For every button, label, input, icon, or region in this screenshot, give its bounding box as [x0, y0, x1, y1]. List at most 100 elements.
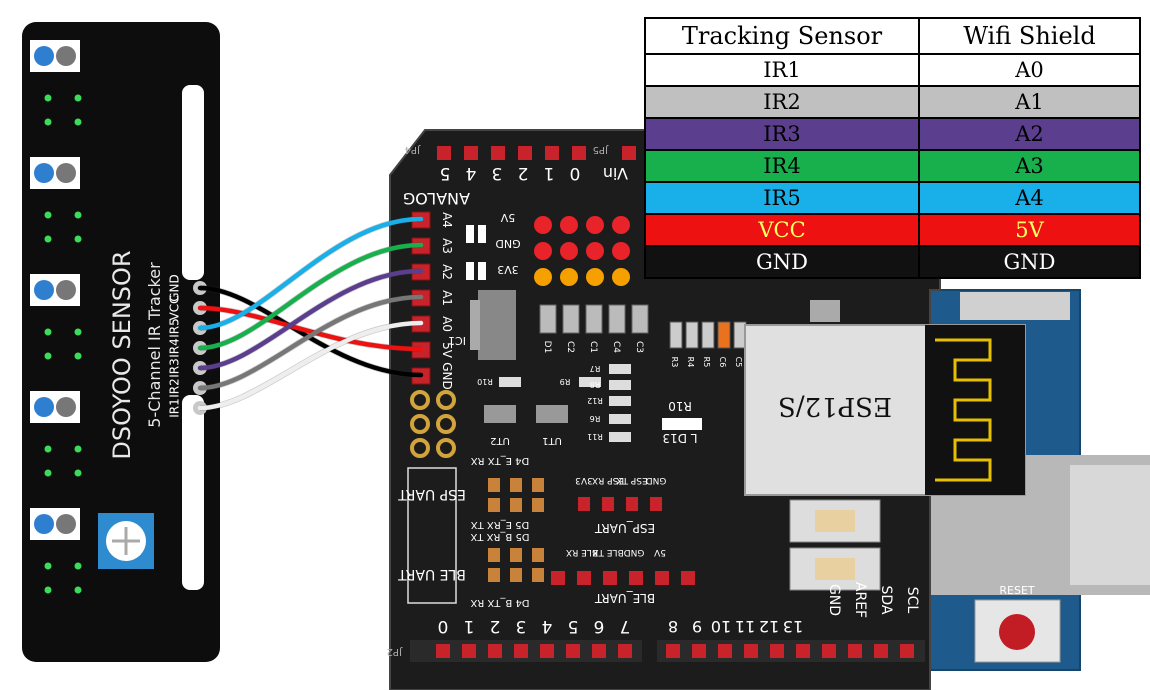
reset-button[interactable] — [974, 599, 1061, 663]
analog-header-digit: 1 — [544, 163, 555, 183]
wire-ir4 — [197, 242, 424, 351]
smd-resistor — [701, 321, 715, 349]
led-dot — [44, 469, 52, 477]
icsp-pad — [410, 414, 430, 434]
header-pin — [744, 644, 758, 658]
header-socket — [586, 216, 604, 234]
header-pin — [770, 644, 784, 658]
cell-shield-pin: A2 — [918, 117, 1141, 151]
ir-emitter-icon — [34, 280, 54, 300]
uart-pin — [602, 497, 614, 511]
led-dot — [44, 118, 52, 126]
uart-pin — [551, 571, 565, 585]
uart-pin — [626, 497, 638, 511]
ble-pin-label: 5V — [653, 547, 666, 557]
analog-pin-label: 5V — [440, 342, 454, 359]
header-pin — [491, 146, 505, 160]
part-label: R4 — [686, 357, 695, 368]
analog-pin-label: A1 — [440, 290, 454, 306]
uart-pins — [488, 478, 695, 585]
part-label: R12 — [587, 396, 603, 405]
potentiometer[interactable] — [98, 513, 154, 569]
part-label: R6 — [590, 414, 601, 423]
sensor-brand: DSOYOO SENSOR — [108, 250, 136, 459]
header-pin — [464, 146, 478, 160]
bottom-pin-label: GND — [826, 584, 842, 616]
led-dot — [44, 562, 52, 570]
header-pin — [718, 644, 732, 658]
ic1-regulator: IC1 — [448, 290, 516, 360]
bottom-pin-digit: 10 — [711, 617, 731, 636]
ir-receiver-icon — [56, 46, 76, 66]
part-label: C1 — [588, 341, 598, 353]
jumper — [478, 225, 486, 243]
cell-shield-pin: A0 — [918, 53, 1141, 87]
ic1-label: IC1 — [448, 334, 466, 347]
cell-shield-pin: A3 — [918, 149, 1141, 183]
esp-module-label: ESP12/S — [778, 391, 892, 421]
header-socket — [534, 268, 552, 286]
wire-gnd — [197, 285, 424, 378]
header-pin — [592, 644, 606, 658]
led-dot — [74, 235, 82, 243]
header-pin — [437, 146, 451, 160]
part-label: C5 — [734, 357, 743, 368]
uart-pin — [488, 478, 500, 492]
cell-shield-pin: A1 — [918, 85, 1141, 119]
cell-sensor-pin: GND — [644, 245, 920, 279]
part-label: C2 — [565, 341, 575, 353]
bottom-pin-digit: 4 — [542, 616, 553, 636]
ir-receiver-icon — [56, 163, 76, 183]
smd-part — [579, 377, 601, 387]
header-tracking-sensor: Tracking Sensor — [644, 17, 920, 55]
header-pin — [692, 644, 706, 658]
led-dot — [74, 211, 82, 219]
header-pin — [618, 644, 632, 658]
wire-ir5 — [197, 216, 424, 331]
cell-sensor-pin: IR5 — [644, 181, 920, 215]
header-socket — [612, 242, 630, 260]
uart-col-label: D4 E_TX RX — [471, 455, 530, 466]
header-socket — [534, 216, 552, 234]
header-pin — [874, 644, 888, 658]
header-pin — [622, 146, 636, 160]
regulator-chip — [536, 405, 568, 423]
bottom-pin-digit: 12 — [759, 617, 779, 636]
part-label: R3 — [670, 357, 679, 368]
esp-uart-title: ESP_UART — [594, 521, 655, 535]
bottom-pin-label: SDA — [878, 586, 894, 615]
icsp-pad — [410, 390, 430, 410]
bottom-pin-digit: 13 — [783, 617, 803, 636]
header-pin — [540, 644, 554, 658]
smd-capacitor — [585, 304, 603, 334]
uart-pin — [488, 548, 500, 562]
icsp-pad — [410, 438, 430, 458]
jumper — [466, 225, 474, 243]
part-label: R7 — [590, 364, 601, 373]
esp-uart-box-label: ESP UART — [398, 486, 466, 502]
reset-label: RESET — [999, 584, 1035, 597]
power-label: 3V3 — [497, 263, 519, 276]
cell-sensor-pin: IR2 — [644, 85, 920, 119]
uart-pin — [629, 571, 643, 585]
smd-capacitor — [539, 304, 557, 334]
header-pin — [822, 644, 836, 658]
cell-sensor-pin: IR3 — [644, 117, 920, 151]
sensor-pin-label: IR5 — [168, 318, 182, 338]
cell-shield-pin: GND — [918, 245, 1141, 279]
header-pin — [848, 644, 862, 658]
esp-uart-pin-label: 3V3 — [575, 475, 593, 485]
esp-uart-pin-label: ESP RX — [592, 475, 624, 485]
bottom-pin-digit: 6 — [594, 616, 605, 636]
header-socket — [586, 268, 604, 286]
ir-receiver-icon — [56, 514, 76, 534]
uart-pin — [510, 498, 522, 512]
ir-emitter-icon — [34, 163, 54, 183]
wire-ir1 — [197, 320, 424, 411]
